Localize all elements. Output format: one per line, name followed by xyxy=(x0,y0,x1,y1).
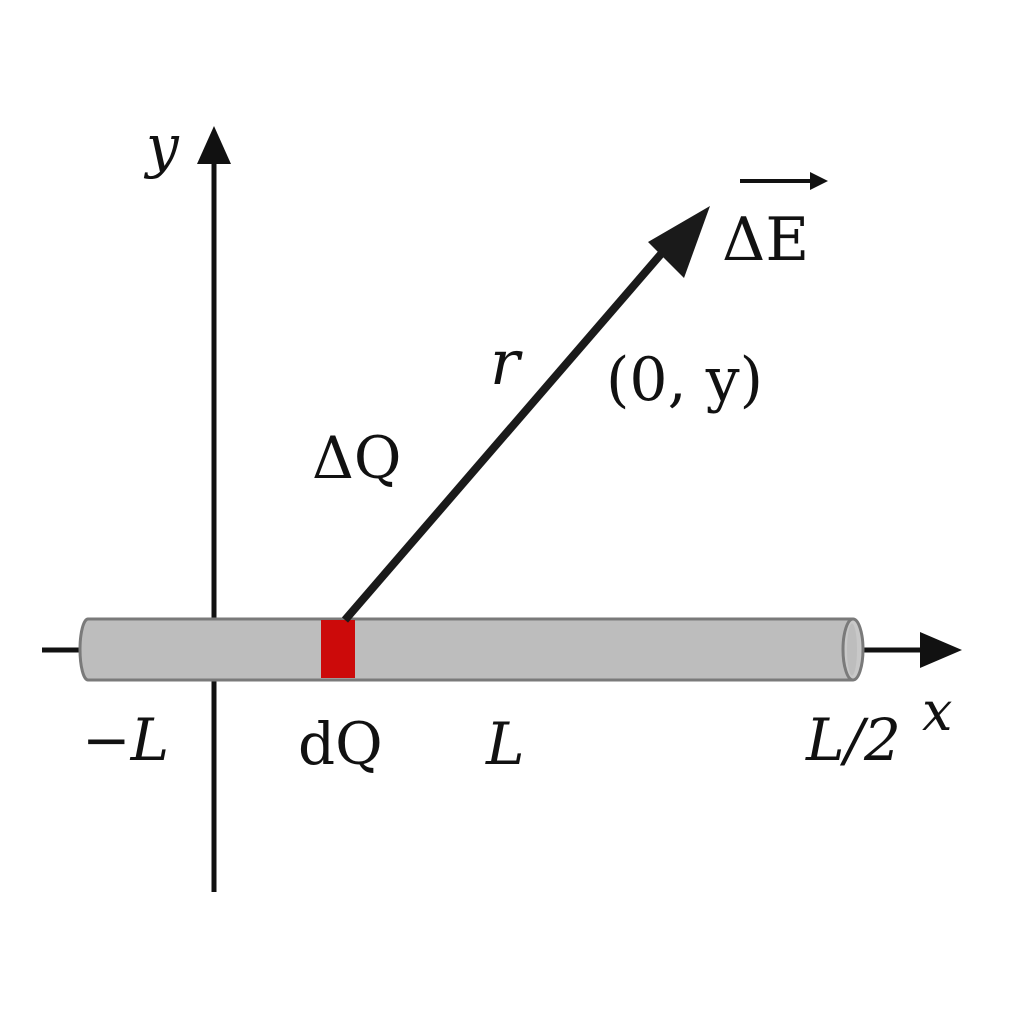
delta-e-text: ΔE xyxy=(722,205,809,275)
l-half-label: L/2 xyxy=(805,706,901,774)
neg-l-label: −L xyxy=(82,706,169,774)
delta-q-label: ΔQ xyxy=(312,424,401,492)
delta-e-label: ΔE xyxy=(722,205,809,275)
field-vector-arrowhead xyxy=(648,206,710,278)
charged-rod xyxy=(78,617,865,682)
x-axis-label: x xyxy=(922,680,952,743)
charge-element-segment xyxy=(321,620,355,678)
field-point-label: (0, y) xyxy=(606,345,763,415)
distance-r-label: r xyxy=(490,326,523,399)
vector-arrow-over-head-icon xyxy=(810,172,828,190)
field-vector-line xyxy=(341,229,684,623)
dq-label: dQ xyxy=(298,710,383,778)
l-label: L xyxy=(485,710,525,778)
x-axis-arrowhead xyxy=(920,632,962,668)
y-axis-arrowhead xyxy=(197,126,231,164)
y-axis-label: y xyxy=(143,112,180,180)
